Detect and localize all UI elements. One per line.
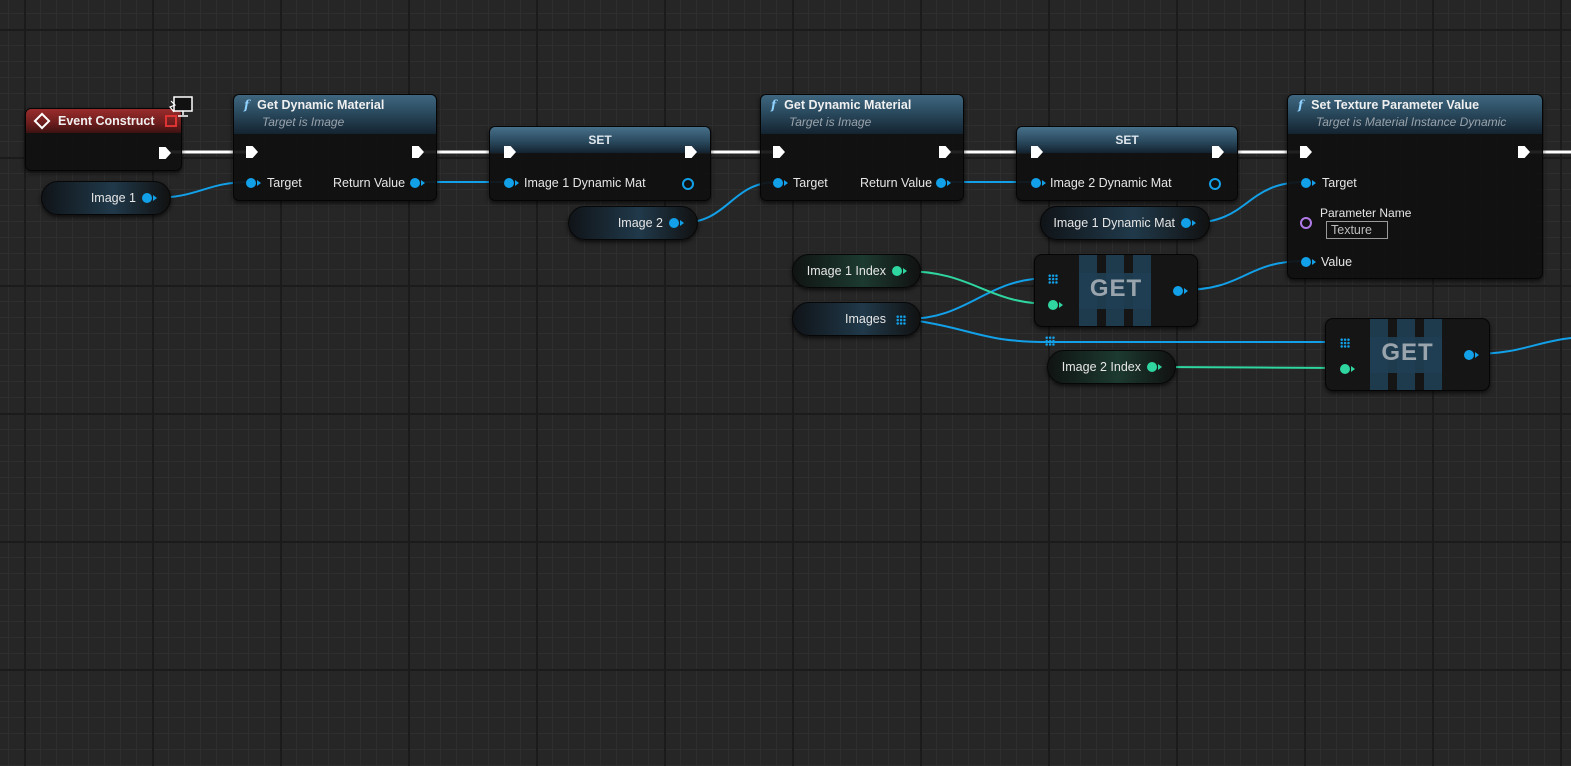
get-dynamic-material-node-2[interactable]: f Get Dynamic Material Target is Image Ta… xyxy=(760,94,964,201)
return-value-label: Return Value xyxy=(860,176,933,190)
target-pin[interactable] xyxy=(773,178,788,188)
value-out-pin[interactable] xyxy=(682,178,694,190)
exec-out-pin[interactable] xyxy=(1518,146,1530,158)
variable-out-pin[interactable] xyxy=(669,218,684,228)
exec-out-pin[interactable] xyxy=(412,146,424,158)
node-subtitle: Target is Image xyxy=(789,115,872,129)
exec-out-pin[interactable] xyxy=(939,146,951,158)
value-label: Value xyxy=(1321,255,1353,269)
value-pin[interactable] xyxy=(1301,257,1316,267)
image-2-variable-node[interactable]: Image 2 xyxy=(568,206,698,240)
variable-label: Image 1 Dynamic Mat xyxy=(524,176,646,190)
node-title: Get Dynamic Material xyxy=(257,98,385,112)
array-in-pin-icon[interactable] xyxy=(1048,274,1058,284)
get-node-background-band xyxy=(1370,337,1442,373)
value-in-pin[interactable] xyxy=(1031,178,1046,188)
return-value-pin[interactable] xyxy=(936,178,951,188)
images-variable-node[interactable]: Images xyxy=(792,302,921,336)
function-icon: f xyxy=(244,98,250,112)
array-wire-reroute-icon xyxy=(1045,336,1055,346)
get-label: GET xyxy=(1381,339,1434,366)
parameter-name-pin[interactable] xyxy=(1300,217,1312,229)
event-header: Event Construct xyxy=(26,109,181,133)
set-node-1[interactable]: SET Image 1 Dynamic Mat xyxy=(489,126,711,201)
array-wire xyxy=(905,318,1343,343)
target-label: Target xyxy=(793,176,828,190)
event-title: Event Construct xyxy=(58,114,155,128)
set-node-2[interactable]: SET Image 2 Dynamic Mat xyxy=(1016,126,1238,201)
set-title: SET xyxy=(490,127,710,153)
variable-out-pin[interactable] xyxy=(1181,218,1196,228)
get-node-background-band xyxy=(1079,273,1151,309)
variable-label: Images xyxy=(845,312,886,326)
function-icon: f xyxy=(771,98,777,112)
parameter-name-label: Parameter Name xyxy=(1320,206,1412,220)
exec-in-pin[interactable] xyxy=(246,146,258,158)
variable-label: Image 1 Index xyxy=(806,264,886,278)
image-1-variable-node[interactable]: Image 1 xyxy=(41,181,171,215)
target-label: Target xyxy=(1322,176,1357,190)
index-in-pin[interactable] xyxy=(1048,300,1063,310)
return-value-pin[interactable] xyxy=(410,178,425,188)
object-wire xyxy=(1181,260,1306,291)
return-value-label: Return Value xyxy=(333,176,406,190)
node-header: f Get Dynamic Material Target is Image xyxy=(234,95,436,134)
image-1-index-variable-node[interactable]: Image 1 Index xyxy=(792,254,921,288)
set-texture-parameter-value-node[interactable]: f Set Texture Parameter Value Target is M… xyxy=(1287,94,1543,279)
exec-in-pin[interactable] xyxy=(504,146,516,158)
index-in-pin[interactable] xyxy=(1340,364,1355,374)
node-subtitle: Target is Material Instance Dynamic xyxy=(1316,115,1507,129)
set-title: SET xyxy=(1017,127,1237,153)
value-out-pin[interactable] xyxy=(1209,178,1221,190)
array-out-pin-icon[interactable] xyxy=(896,315,906,325)
widget-monitor-icon xyxy=(169,96,193,117)
get-dynamic-material-node-1[interactable]: f Get Dynamic Material Target is Image Ta… xyxy=(233,94,437,201)
variable-label: Image 2 Dynamic Mat xyxy=(1050,176,1172,190)
item-out-pin[interactable] xyxy=(1464,350,1479,360)
variable-out-pin[interactable] xyxy=(1147,362,1162,372)
item-out-pin[interactable] xyxy=(1173,286,1188,296)
node-subtitle: Target is Image xyxy=(262,115,345,129)
target-pin[interactable] xyxy=(1301,178,1316,188)
variable-out-pin[interactable] xyxy=(142,193,157,203)
node-title: Get Dynamic Material xyxy=(784,98,912,112)
variable-label: Image 1 Dynamic Mat xyxy=(1053,216,1175,230)
variable-label: Image 2 Index xyxy=(1061,360,1141,374)
target-label: Target xyxy=(267,176,302,190)
event-construct-node[interactable]: Event Construct xyxy=(25,108,182,171)
node-header: f Get Dynamic Material Target is Image xyxy=(761,95,963,134)
exec-in-pin[interactable] xyxy=(773,146,785,158)
int-wire xyxy=(902,270,1053,305)
variable-out-pin[interactable] xyxy=(892,266,907,276)
variable-label: Image 1 xyxy=(90,191,136,205)
delegate-pin-icon[interactable] xyxy=(165,115,177,127)
parameter-name-field[interactable]: Texture xyxy=(1326,221,1388,239)
image-1-dynamic-mat-variable-node[interactable]: Image 1 Dynamic Mat xyxy=(1040,206,1210,240)
array-get-node-1[interactable]: GET xyxy=(1034,254,1198,327)
array-in-pin-icon[interactable] xyxy=(1340,338,1350,348)
exec-in-pin[interactable] xyxy=(1300,146,1312,158)
int-wire xyxy=(1157,366,1344,369)
get-label: GET xyxy=(1089,275,1143,302)
value-in-pin[interactable] xyxy=(504,178,519,188)
target-pin[interactable] xyxy=(246,178,261,188)
exec-in-pin[interactable] xyxy=(1031,146,1043,158)
function-icon: f xyxy=(1298,98,1304,112)
exec-out-pin[interactable] xyxy=(1212,146,1224,158)
exec-out-pin[interactable] xyxy=(159,147,171,159)
event-diamond-icon xyxy=(33,112,51,130)
image-2-index-variable-node[interactable]: Image 2 Index xyxy=(1047,350,1176,384)
node-title: Set Texture Parameter Value xyxy=(1311,98,1480,112)
array-get-node-2[interactable]: GET xyxy=(1325,318,1490,391)
node-header: f Set Texture Parameter Value Target is M… xyxy=(1288,95,1542,134)
array-wire xyxy=(905,277,1051,320)
variable-label: Image 2 xyxy=(617,216,663,230)
exec-out-pin[interactable] xyxy=(685,146,697,158)
